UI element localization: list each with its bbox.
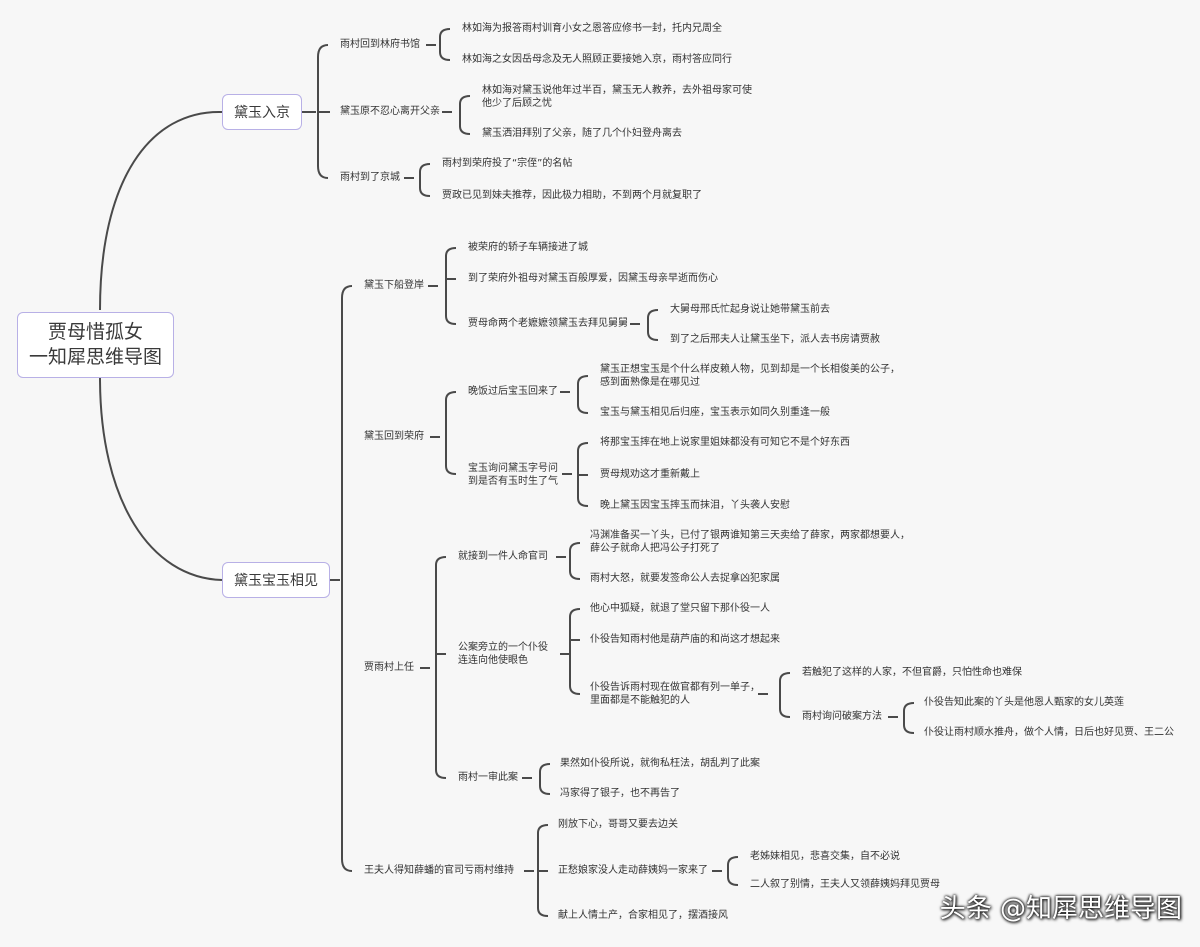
leaf-b1-s1-c1: 林如海为报答雨村训育小女之恩答应修书一封，托内兄周全 — [462, 23, 722, 34]
node-b1-s2[interactable]: 黛玉原不忍心离开父亲 — [340, 106, 440, 117]
leaf-b1-s3-c1: 雨村到荣府投了“宗侄”的名帖 — [442, 158, 573, 169]
node-b2-s1-c3[interactable]: 贾母命两个老嬷嬷领黛玉去拜见舅舅 — [468, 318, 628, 329]
node-b2-s2[interactable]: 黛玉回到荣府 — [364, 431, 424, 442]
node-b2-s3-b3-line1[interactable]: 仆役告诉雨村现在做官都有列一单子， — [590, 682, 760, 693]
leaf-b2-s4-c: 献上人情土产，合家相见了，摆酒接风 — [558, 910, 728, 921]
leaf-b2-s2-b3: 晚上黛玉因宝玉摔玉而抹泪，丫头袭人安慰 — [600, 500, 790, 511]
node-b2-s3-b-line2[interactable]: 连连向他使眼色 — [458, 655, 528, 666]
node-b2-s1[interactable]: 黛玉下船登岸 — [364, 280, 424, 291]
leaf-b2-s3-b3-2b: 仆役让雨村顺水推舟，做个人情，日后也好见贾、王二公 — [924, 727, 1174, 738]
leaf-b2-s3-b3-1: 若触犯了这样的人家，不但官爵，只怕性命也难保 — [802, 667, 1022, 678]
leaf-b1-s2-c2: 黛玉洒泪拜别了父亲，随了几个仆妇登舟离去 — [482, 128, 682, 139]
leaf-b2-s3-c1: 果然如仆役所说，就徇私枉法，胡乱判了此案 — [560, 758, 760, 769]
node-b1-s3[interactable]: 雨村到了京城 — [340, 172, 400, 183]
node-b2-s4[interactable]: 王夫人得知薛蟠的官司亏雨村维持 — [364, 865, 514, 876]
leaf-b2-s1-c3a: 大舅母邢氏忙起身说让她带黛玉前去 — [670, 304, 830, 315]
node-b2-s3-b3-line2[interactable]: 里面都是不能触犯的人 — [590, 695, 690, 706]
node-b2-s3-b-line1[interactable]: 公案旁立的一个仆役 — [458, 642, 548, 653]
leaf-b2-s4-b1: 老姊妹相见，悲喜交集，自不必说 — [750, 851, 900, 862]
leaf-b1-s3-c2: 贾政已见到妹夫推荐，因此极力相助，不到两个月就复职了 — [442, 190, 702, 201]
node-daiyu-baoyu-meet[interactable]: 黛玉宝玉相见 — [222, 562, 330, 598]
watermark: 头条 @知犀思维导图 — [939, 894, 1182, 924]
leaf-b2-s3-b3-2a: 仆役告知此案的丫头是他恩人甄家的女儿英莲 — [924, 697, 1124, 708]
leaf-b1-s2-c1b: 他少了后顾之忧 — [482, 98, 552, 109]
leaf-b2-s2-a1b: 感到面熟像是在哪见过 — [600, 377, 700, 388]
leaf-b2-s4-a: 刚放下心，哥哥又要去边关 — [558, 819, 678, 830]
leaf-b2-s1-c2: 到了荣府外祖母对黛玉百般厚爱，因黛玉母亲早逝而伤心 — [468, 273, 718, 284]
leaf-b2-s3-a2: 雨村大怒，就要发签命公人去捉拿凶犯家属 — [590, 573, 780, 584]
leaf-b2-s4-b2: 二人叙了别情，王夫人又领薛姨妈拜见贾母 — [750, 879, 940, 890]
leaf-b2-s2-a2: 宝玉与黛玉相见后归座，宝玉表示如同久别重逢一般 — [600, 407, 830, 418]
leaf-b2-s1-c3b: 到了之后邢夫人让黛玉坐下，派人去书房请贾赦 — [670, 334, 880, 345]
node-b2-s3-a[interactable]: 就接到一件人命官司 — [458, 551, 548, 562]
leaf-b2-s3-a1a: 冯渊准备买一丫头，已付了银两谁知第三天卖给了薛家，两家都想要人， — [590, 530, 910, 541]
root-node[interactable]: 贾母惜孤女 一知犀思维导图 — [17, 312, 174, 378]
leaf-b2-s3-b2: 仆役告知雨村他是葫芦庙的和尚这才想起来 — [590, 634, 780, 645]
leaf-b2-s2-a1a: 黛玉正想宝玉是个什么样皮赖人物，见到却是一个长相俊美的公子， — [600, 364, 900, 375]
root-title-line2: 一知犀思维导图 — [28, 346, 162, 368]
node-b2-s2-a[interactable]: 晚饭过后宝玉回来了 — [468, 386, 558, 397]
node-b2-s3-b3-2[interactable]: 雨村询问破案方法 — [802, 711, 882, 722]
node-b2-s3[interactable]: 贾雨村上任 — [364, 662, 414, 673]
leaf-b1-s2-c1a: 林如海对黛玉说他年过半百，黛玉无人教养，去外祖母家可使 — [482, 85, 752, 96]
node-b1-s1[interactable]: 雨村回到林府书馆 — [340, 39, 420, 50]
node-b2-s4-b[interactable]: 正愁娘家没人走动薛姨妈一家来了 — [558, 865, 708, 876]
leaf-b2-s3-a1b: 薛公子就命人把冯公子打死了 — [590, 543, 720, 554]
leaf-b1-s1-c2: 林如海之女因岳母念及无人照顾正要接她入京，雨村答应同行 — [462, 54, 732, 65]
leaf-b2-s1-c1: 被荣府的轿子车辆接进了城 — [468, 242, 588, 253]
root-title-line1: 贾母惜孤女 — [47, 321, 143, 343]
leaf-b2-s3-b1: 他心中狐疑，就退了堂只留下那仆役一人 — [590, 603, 770, 614]
node-b2-s2-b-line2[interactable]: 到是否有玉时生了气 — [468, 476, 558, 487]
node-b2-s2-b-line1[interactable]: 宝玉询问黛玉字号问 — [468, 463, 558, 474]
node-b2-s3-c[interactable]: 雨村一审此案 — [458, 772, 518, 783]
node-daiyu-enters-capital[interactable]: 黛玉入京 — [222, 94, 302, 130]
leaf-b2-s2-b1: 将那宝玉摔在地上说家里姐妹都没有可知它不是个好东西 — [600, 437, 850, 448]
leaf-b2-s3-c2: 冯家得了银子，也不再告了 — [560, 788, 680, 799]
leaf-b2-s2-b2: 贾母规劝这才重新戴上 — [600, 469, 700, 480]
